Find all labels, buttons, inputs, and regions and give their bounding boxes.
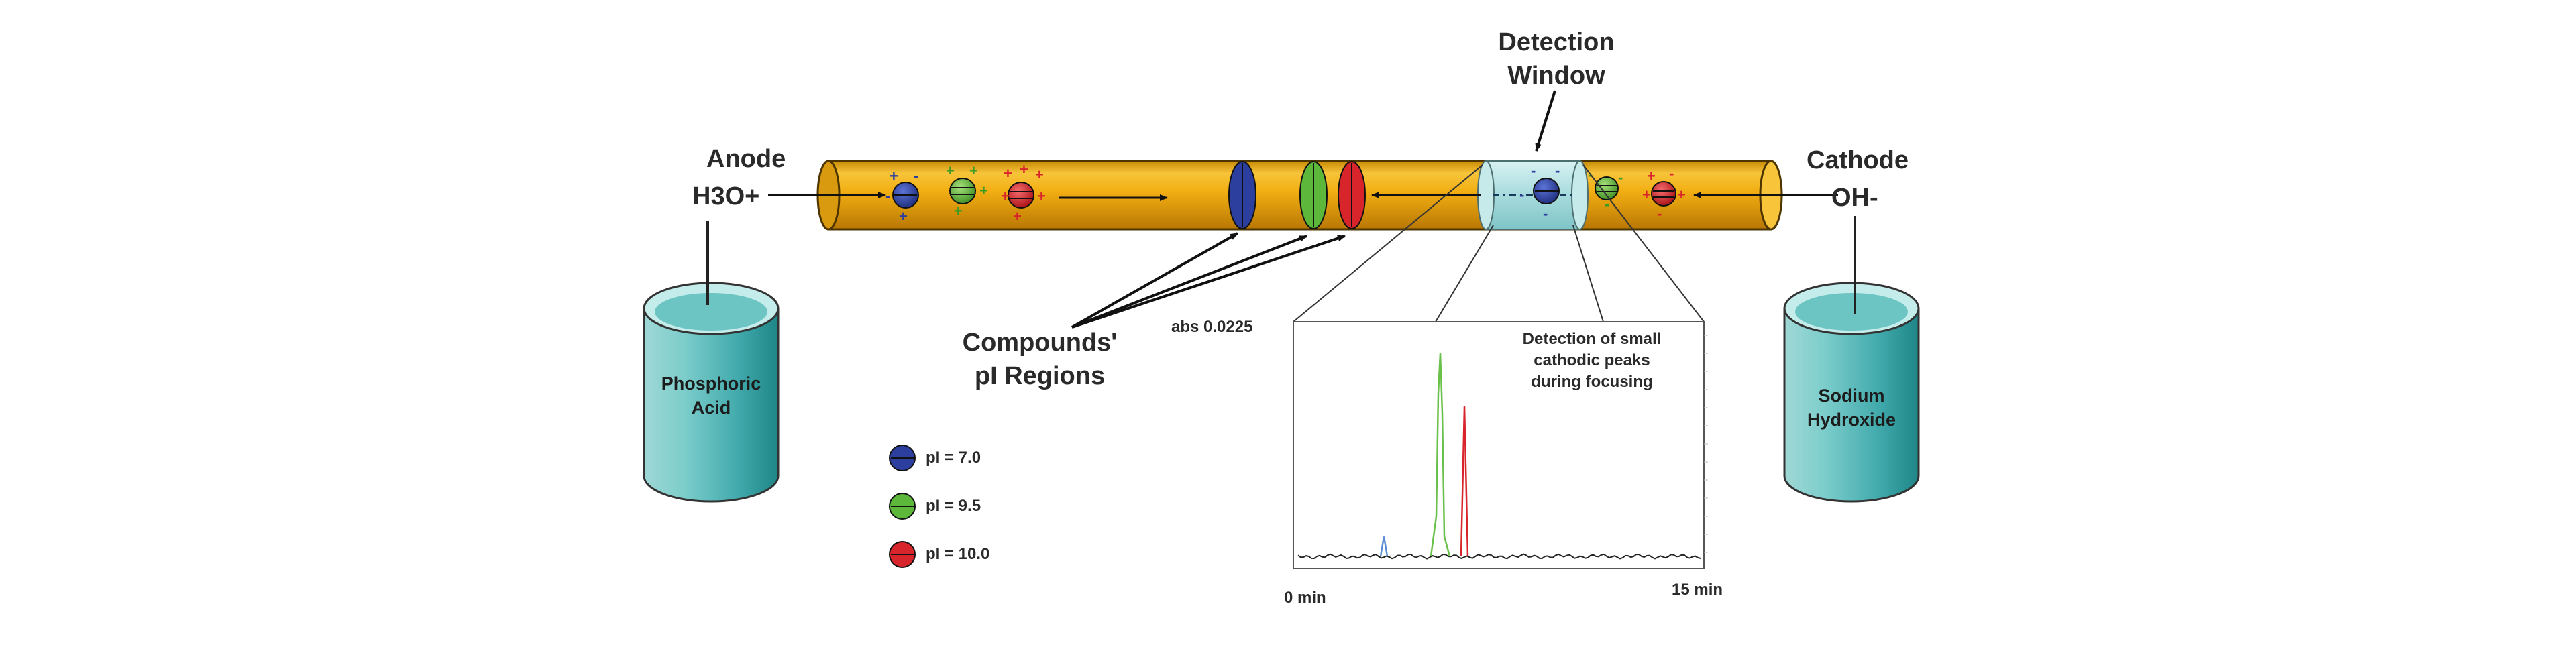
chart-y-axis-label: abs 0.0225 bbox=[1171, 318, 1253, 336]
svg-text:+: + bbox=[946, 162, 955, 179]
detection-window bbox=[1477, 160, 1589, 230]
detection-window-pointer bbox=[1535, 90, 1556, 152]
legend-label: pI = 9.5 bbox=[926, 497, 981, 515]
chart-peak bbox=[1430, 353, 1451, 557]
legend-label: pI = 10.0 bbox=[926, 545, 990, 563]
svg-text:+: + bbox=[1647, 168, 1656, 184]
chart-baseline-trace bbox=[1297, 553, 1701, 560]
right-tank-label: Sodium Hydroxide bbox=[1784, 384, 1919, 432]
left-tank-label-line1: Phosphoric bbox=[661, 373, 761, 394]
cathode-label: Cathode bbox=[1807, 146, 1909, 174]
compound-blue-sphere: + - - + bbox=[885, 168, 919, 225]
anode-ion-label: H3O+ bbox=[692, 182, 760, 211]
svg-text:-: - bbox=[1669, 165, 1674, 182]
detection-window-label-line1: Detection bbox=[1498, 28, 1615, 56]
chart-x-start-label: 0 min bbox=[1284, 589, 1326, 607]
svg-text:-: - bbox=[1605, 196, 1609, 213]
svg-text:-: - bbox=[1543, 205, 1548, 222]
svg-text:+: + bbox=[954, 202, 963, 219]
svg-text:-: - bbox=[1531, 162, 1536, 179]
svg-text:+: + bbox=[1035, 166, 1044, 183]
chart-annotation: Detection of small cathodic peaks during… bbox=[1495, 329, 1689, 393]
chart-y-ticks bbox=[1704, 335, 1708, 553]
chart-annotation-line3: during focusing bbox=[1531, 373, 1653, 391]
svg-text:+: + bbox=[1677, 186, 1686, 203]
chart-annotation-line1: Detection of small bbox=[1522, 330, 1662, 348]
svg-text:+: + bbox=[890, 168, 898, 184]
chart-peak bbox=[1379, 536, 1389, 557]
svg-text:+: + bbox=[1020, 161, 1028, 178]
anode-label: Anode bbox=[706, 145, 786, 173]
chart-annotation-line2: cathodic peaks bbox=[1534, 351, 1650, 369]
compounds-label-line1: Compounds' bbox=[962, 329, 1118, 357]
legend bbox=[889, 445, 916, 568]
right-tank-label-line1: Sodium bbox=[1818, 386, 1885, 406]
left-tank-label-line2: Acid bbox=[691, 398, 731, 418]
detection-window-label-line2: Window bbox=[1507, 62, 1605, 90]
svg-text:-: - bbox=[1519, 186, 1524, 203]
right-tank-label-line2: Hydroxide bbox=[1807, 410, 1896, 430]
compound-green-sphere: + + + + bbox=[946, 162, 988, 219]
svg-text:+: + bbox=[1013, 208, 1022, 225]
electropherogram-chart bbox=[1293, 321, 1708, 569]
svg-text:-: - bbox=[1618, 169, 1623, 186]
detection-window-label: Detection Window bbox=[1476, 25, 1637, 93]
compound-red-sphere-cathode: + - + + - bbox=[1642, 165, 1686, 222]
svg-text:-: - bbox=[1657, 205, 1662, 222]
left-tank bbox=[643, 282, 780, 503]
svg-text:+: + bbox=[969, 162, 978, 179]
left-tank-label: Phosphoric Acid bbox=[644, 371, 778, 420]
compounds-pi-regions-label: Compounds' pI Regions bbox=[939, 326, 1140, 393]
right-tank bbox=[1783, 282, 1920, 503]
pi-band-green bbox=[1299, 161, 1328, 229]
svg-text:-: - bbox=[885, 188, 890, 204]
svg-text:+: + bbox=[1037, 188, 1046, 204]
cathode-ion-label: OH- bbox=[1831, 184, 1878, 212]
chart-frame bbox=[1293, 321, 1705, 569]
svg-text:-: - bbox=[914, 168, 918, 184]
svg-text:-: - bbox=[1555, 162, 1560, 179]
chart-x-end-label: 15 min bbox=[1672, 581, 1723, 599]
compound-red-sphere: + + + + + + bbox=[1001, 161, 1046, 225]
svg-text:+: + bbox=[1642, 186, 1651, 203]
pi-band-blue bbox=[1228, 161, 1256, 229]
svg-text:+: + bbox=[1001, 188, 1010, 204]
pi-band-red bbox=[1338, 161, 1366, 229]
svg-text:+: + bbox=[899, 208, 908, 225]
zoom-lines bbox=[1293, 164, 1705, 322]
compound-blue-sphere-window: - - - - bbox=[1519, 162, 1560, 222]
legend-label: pI = 7.0 bbox=[926, 449, 981, 467]
compounds-pointer-lines bbox=[1071, 232, 1346, 329]
svg-text:+: + bbox=[1004, 165, 1012, 182]
svg-text:+: + bbox=[979, 182, 988, 199]
compounds-label-line2: pI Regions bbox=[974, 362, 1106, 390]
chart-peaks bbox=[1379, 353, 1469, 557]
chart-peak bbox=[1460, 406, 1469, 557]
